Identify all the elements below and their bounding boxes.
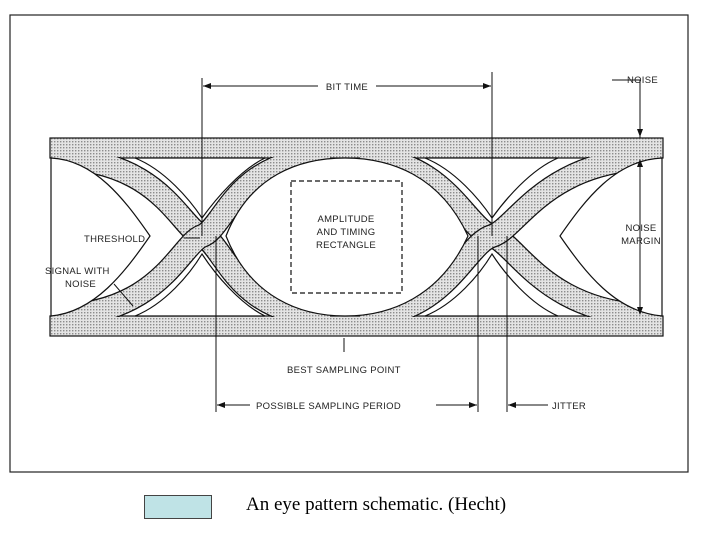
possible-sampling-period-label: POSSIBLE SAMPLING PERIOD xyxy=(256,401,401,412)
noise-label: NOISE xyxy=(627,75,658,86)
best-sampling-point-label: BEST SAMPLING POINT xyxy=(287,365,401,376)
amplitude-label-line2: AND TIMING xyxy=(317,227,376,238)
noise-arrow xyxy=(637,129,643,137)
eye-opening-center xyxy=(225,157,469,317)
dimension-lines xyxy=(113,79,640,406)
signal-leader xyxy=(113,283,134,307)
noise-margin-label-line2: MARGIN xyxy=(621,236,661,247)
caption-text: An eye pattern schematic. (Hecht) xyxy=(246,494,507,515)
noise-margin-arrow-top xyxy=(637,159,643,167)
bit-time-label: BIT TIME xyxy=(326,82,368,93)
amplitude-label-line1: AMPLITUDE xyxy=(317,214,374,225)
reference-lines xyxy=(201,72,641,412)
amplitude-label-line3: RECTANGLE xyxy=(316,240,376,251)
diagram-labels: BIT TIME NOISE AMPLITUDE AND TIMING RECT… xyxy=(45,75,661,412)
signal-with-noise-label-line1: SIGNAL WITH xyxy=(45,266,110,277)
threshold-label: THRESHOLD xyxy=(84,234,145,245)
noise-margin-arrow-bottom xyxy=(637,307,643,315)
eye-opening-right-lower xyxy=(424,252,559,317)
diagram-frame xyxy=(9,14,689,473)
jitter-label: JITTER xyxy=(552,401,586,412)
noise-margin-label-line1: NOISE xyxy=(625,223,656,234)
edge-left-opening xyxy=(50,157,151,317)
caption-swatch xyxy=(144,495,212,519)
signal-with-noise-label-line2: NOISE xyxy=(65,279,96,290)
eye-pattern-diagram: BIT TIME NOISE AMPLITUDE AND TIMING RECT… xyxy=(9,14,689,473)
eye-opening-left-lower xyxy=(134,252,266,317)
edge-right-opening xyxy=(559,157,663,317)
